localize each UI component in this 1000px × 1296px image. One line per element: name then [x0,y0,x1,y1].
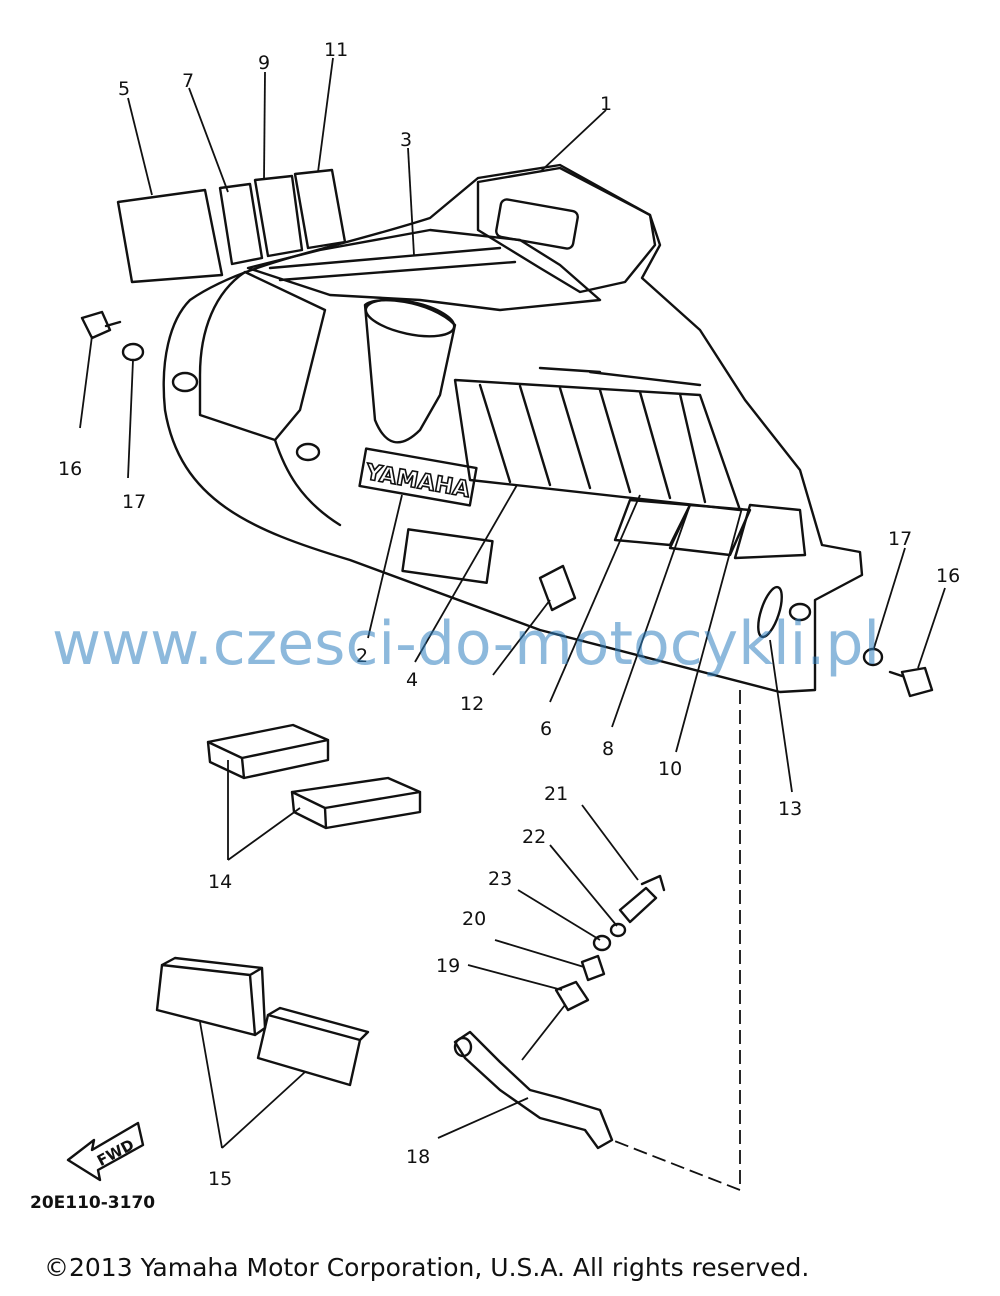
lower-panel-right [733,503,807,560]
grommet-13 [757,585,783,639]
left-fastener-hole [171,371,199,393]
foam-block-14a [206,723,330,780]
callout-15: 15 [208,1168,232,1190]
callout-2: 2 [356,645,368,667]
logo-frame [358,447,478,507]
block-15b [256,1006,370,1087]
cowl-nose-block [476,166,657,294]
callout-16-left: 16 [58,458,82,480]
copyright-notice: ©2013 Yamaha Motor Corporation, U.S.A. A… [44,1253,809,1282]
callout-1: 1 [600,93,612,115]
air-intake-opening [364,298,456,338]
right-side-hole [788,602,812,622]
grommet-19 [554,980,590,1012]
cowl-top-rail [268,246,517,282]
callout-7: 7 [182,70,194,92]
callout-6: 6 [540,718,552,740]
callout-8: 8 [602,738,614,760]
fwd-arrow-outline [66,1121,145,1182]
washer-22 [609,922,627,938]
part-9-strip [253,174,304,258]
air-intake-scoop [363,299,457,444]
washer-17-right [862,647,884,667]
collar-20 [580,954,606,982]
small-bracket-12 [538,564,577,612]
callout-4: 4 [406,669,418,691]
callout-12: 12 [460,693,484,715]
leader-lines [79,57,946,1191]
callout-3: 3 [400,129,412,151]
callout-13: 13 [778,798,802,820]
callout-11: 11 [324,39,348,61]
cowl-top-panel [246,228,602,312]
mount-bracket-18 [453,1030,614,1150]
callout-9: 9 [258,52,270,74]
callout-5: 5 [118,78,130,100]
fwd-mark: FWD [94,1136,137,1170]
cowl-nose-window [495,198,579,250]
center-fastener-hole [295,442,321,462]
screw-16-left [80,310,122,340]
block-15a [155,956,267,1037]
left-cover-edge [273,438,342,527]
bracket-18-eyelet [453,1036,473,1058]
part-7-strip [218,182,264,266]
part-11-strip [293,168,347,250]
part-5-panel [116,188,224,284]
washer-23 [592,934,612,952]
lower-panel-left [613,498,692,547]
screw-16-right [888,666,934,698]
left-side-cover [198,270,327,442]
washer-17-left [121,342,145,362]
callout-10: 10 [658,758,682,780]
callout-labels: 1 2 3 4 5 6 7 8 9 10 11 12 13 14 15 16 1… [58,39,960,1190]
louver-grille [453,366,742,512]
callout-16-right: 16 [936,565,960,587]
callout-14: 14 [208,871,232,893]
callout-23: 23 [488,868,512,890]
bolt-21 [618,874,666,924]
foam-block-14b [290,776,422,830]
callout-18: 18 [406,1146,430,1168]
callout-19: 19 [436,955,460,977]
callout-22: 22 [522,826,546,848]
drawing-code: 20E110-3170 [30,1193,155,1213]
callout-21: 21 [544,783,568,805]
callout-17-left: 17 [122,491,146,513]
site-watermark: www.czesci-do-motocykli.pl [52,609,880,679]
callout-17-right: 17 [888,528,912,550]
side-label-recess [401,528,494,584]
callout-20: 20 [462,908,486,930]
